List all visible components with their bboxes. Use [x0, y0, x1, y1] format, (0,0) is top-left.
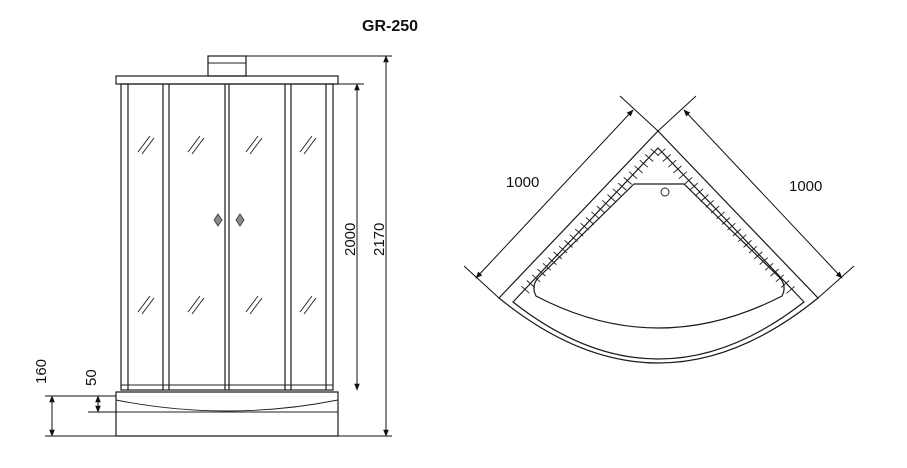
hatch-mark	[662, 154, 672, 162]
dim-2000: 2000	[342, 223, 359, 256]
hatch-mark	[650, 148, 659, 157]
tray-basin	[533, 183, 785, 329]
hatch-mark	[780, 280, 790, 288]
hatch-mark	[667, 159, 677, 168]
cabin-frame	[120, 83, 334, 391]
top-cap	[115, 75, 339, 85]
dim-2170: 2170	[371, 223, 388, 256]
hatch-mark	[786, 285, 795, 294]
door-handle-left	[213, 213, 223, 227]
drain	[660, 187, 670, 197]
dim-side-left: 1000	[506, 174, 539, 191]
roof-vent	[207, 55, 247, 77]
hatch-mark	[521, 285, 530, 294]
front-view: 2000 2170 160 50	[33, 55, 392, 437]
dim-160: 160	[33, 359, 50, 384]
model-title: GR-250	[362, 18, 418, 35]
hatch-mark	[644, 154, 654, 162]
door-handle-right	[235, 213, 245, 227]
top-view: 1000 1000	[463, 95, 855, 364]
shower-tray	[115, 391, 339, 437]
hatch-mark	[526, 280, 536, 288]
glass-reflections	[137, 135, 317, 315]
dim-50: 50	[83, 369, 100, 386]
hatch-mark	[673, 165, 682, 174]
hatch-mark	[634, 165, 643, 174]
hatch-mark	[639, 159, 649, 168]
dim-side-right: 1000	[789, 178, 822, 195]
hatch-mark	[657, 148, 666, 157]
rim-hatching	[521, 148, 795, 294]
tray-outline-outer	[498, 130, 819, 364]
